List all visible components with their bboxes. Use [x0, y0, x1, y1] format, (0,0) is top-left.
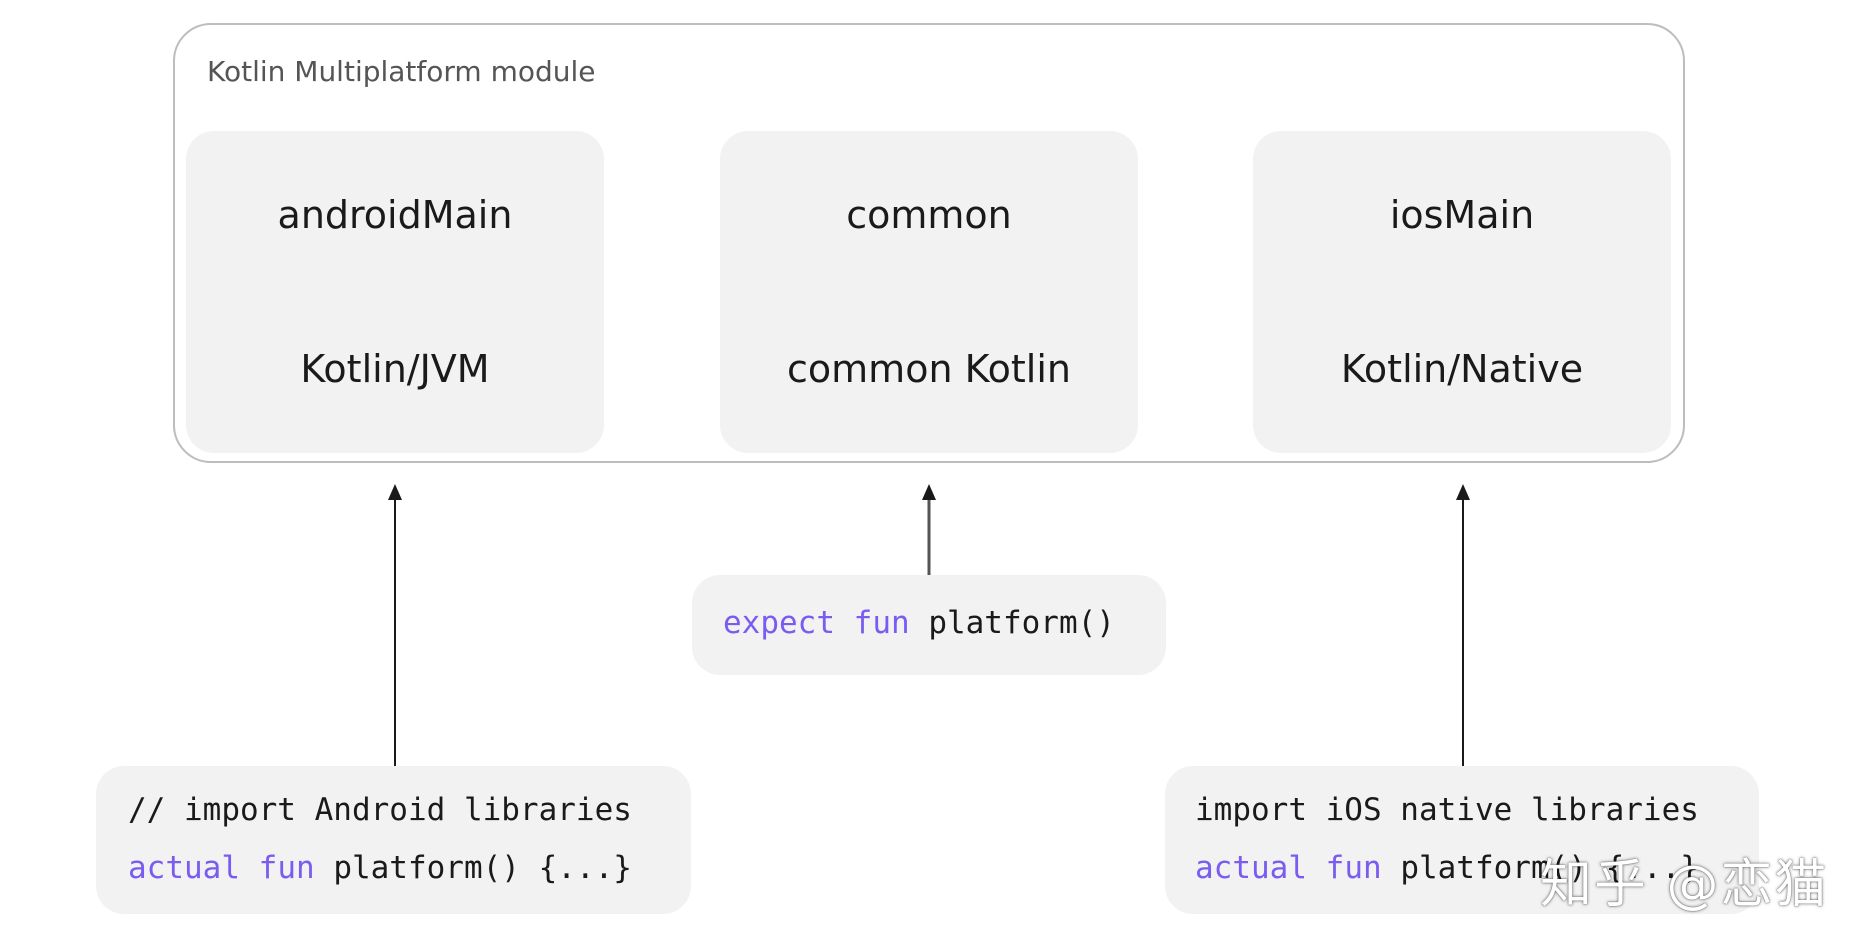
- watermark: 知乎 @恋猫: [1540, 855, 1829, 915]
- source-set-ios-main: iosMain Kotlin/Native: [1253, 131, 1671, 453]
- code-block-android-actual: // import Android libraries actual fun p…: [96, 766, 691, 914]
- code-text: platform(): [909, 605, 1115, 641]
- code-text: platform() {...}: [314, 850, 632, 886]
- code-keyword: expect: [723, 605, 835, 641]
- arrow-ios-to-module: [1456, 484, 1470, 766]
- arrow-android-to-module: [388, 484, 402, 766]
- source-set-platform: Kotlin/Native: [1340, 347, 1584, 391]
- arrow-expect-to-module: [922, 484, 936, 575]
- code-text: platform() {...}: [1381, 850, 1699, 886]
- code-line: // import Android libraries: [128, 792, 632, 828]
- kotlin-multiplatform-module-frame: [173, 23, 1685, 463]
- code-keyword: actual: [1195, 850, 1307, 886]
- code-block-expect: expect fun platform(): [692, 575, 1166, 675]
- code-line: import iOS native libraries: [1195, 792, 1699, 828]
- source-set-common: common common Kotlin: [720, 131, 1138, 453]
- source-set-android-main: androidMain Kotlin/JVM: [186, 131, 604, 453]
- code-line: expect fun platform(): [723, 605, 1115, 641]
- source-set-name: iosMain: [1389, 193, 1535, 237]
- code-keyword: fun: [1325, 850, 1382, 886]
- module-title: Kotlin Multiplatform module: [207, 55, 596, 88]
- source-set-name: androidMain: [277, 193, 513, 237]
- source-set-platform: common Kotlin: [787, 347, 1071, 391]
- code-line: actual fun platform() {...}: [128, 850, 632, 886]
- source-set-platform: Kotlin/JVM: [300, 347, 490, 391]
- code-block-ios-actual: import iOS native libraries actual fun p…: [1165, 766, 1759, 914]
- code-keyword: actual: [128, 850, 240, 886]
- code-keyword: fun: [853, 605, 910, 641]
- source-set-name: common: [846, 193, 1012, 237]
- code-line: actual fun platform() {...}: [1195, 850, 1699, 886]
- code-keyword: fun: [258, 850, 315, 886]
